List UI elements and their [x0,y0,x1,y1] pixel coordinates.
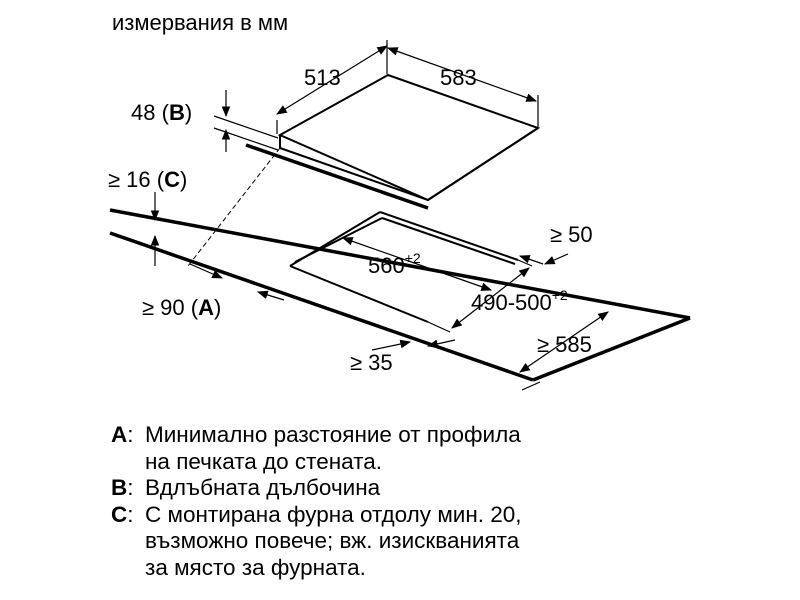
cooktop-right-edge [427,127,539,201]
dimension-arrow [519,311,609,373]
legend-line: Минимално разстояние от профила [145,422,521,447]
dimension-arrow [386,47,538,102]
legend-line: Вдлъбната дълбочина [145,475,381,500]
legend-item-b: B: Вдлъбната дълбочина [111,475,771,502]
extension-line [517,259,533,267]
extension-line [427,321,451,333]
dimension-label-ge-16: ≥ 16 (C) [108,167,187,192]
dimension-label-ge-90: ≥ 90 (A) [142,295,221,320]
dimension-48-b: 48 (B) [131,90,279,152]
legend-text: С монтирана фурна отдолу мин. 20, възмож… [145,502,771,582]
dimension-ge-90-a: ≥ 90 (A) [142,263,285,320]
dimension-arrow [426,339,456,349]
dimension-arrow [544,253,569,265]
dimension-label-560: 560+2 [368,250,421,278]
extension-line [213,115,279,139]
dimension-ge-50: ≥ 50 [518,222,593,265]
dimension-label-ge-35: ≥ 35 [350,350,393,375]
cooktop-front-bottom [279,147,429,201]
dimension-513: 513 [276,40,388,134]
legend-item-a: A: Минимално разстояние от профила на пе… [111,422,771,475]
dimension-arrow [189,263,223,279]
legend-line: възможно повече; вж. изискванията [145,528,520,553]
legend-text: Минимално разстояние от профила на печка… [145,422,771,475]
projection-lines [187,147,381,267]
legend-text: Вдлъбната дълбочина [145,475,771,502]
cutout-outer-front [289,265,429,323]
dimension-label-ge-50: ≥ 50 [550,222,593,247]
legend: A: Минимално разстояние от профила на пе… [111,422,771,581]
diagram-title: измервания в мм [112,10,288,35]
dimension-arrow [371,339,412,351]
dimension-ge-585: ≥ 585 [519,311,609,391]
legend-line: за място за фурната. [145,554,366,580]
dimension-label-583: 583 [440,65,477,90]
legend-key: C: [111,501,134,527]
legend-line: на печката до стената. [145,448,383,474]
cooktop-underside [245,143,429,210]
projection-line [289,211,381,267]
dimension-arrow [276,45,388,115]
dimension-label-513: 513 [304,65,341,90]
dimension-arrow [256,290,285,301]
legend-item-c: C: С монтирана фурна отдолу мин. 20, въз… [111,502,771,582]
dimension-label-490-500: 490-500+2 [471,287,568,315]
dimension-583: 583 [386,47,539,127]
dimension-490-500: 490-500+2 [427,259,568,333]
dimension-560: 560+2 [341,237,493,291]
dimension-arrow [518,255,544,265]
extension-line [521,381,541,391]
legend-key: A: [111,422,134,447]
dimension-ge-35: ≥ 35 [350,339,456,375]
dimension-ge-16-c: ≥ 16 (C) [108,167,187,266]
projection-line [187,147,281,267]
legend-key: B: [111,475,134,500]
legend-line: С монтирана фурна отдолу мин. 20, [145,501,522,527]
dimension-label-ge-585: ≥ 585 [537,332,592,357]
countertop-front-edge [109,231,534,382]
cooktop-top-surface [277,73,541,202]
dimension-label-48: 48 (B) [131,100,192,125]
cooktop [245,73,541,210]
cutout-outer-right [379,211,519,261]
dimension-arrow [451,267,530,329]
